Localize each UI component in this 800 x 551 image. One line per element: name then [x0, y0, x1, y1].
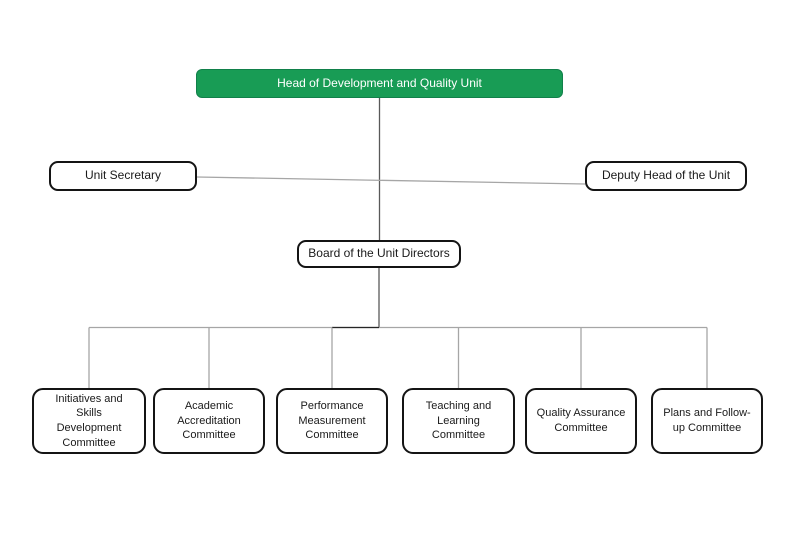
node-academic-accreditation-committee: Academic Accreditation Committee — [153, 388, 265, 454]
node-unit-secretary: Unit Secretary — [49, 161, 197, 191]
node-label: Quality Assurance Committee — [536, 407, 626, 434]
node-label: Head of Development and Quality Unit — [277, 75, 482, 90]
node-deputy-head-of-the-unit: Deputy Head of the Unit — [585, 161, 747, 191]
node-label: Academic Accreditation Committee — [177, 400, 241, 442]
node-label: Plans and Follow- up Committee — [663, 407, 751, 434]
node-label: Unit Secretary — [84, 168, 162, 183]
node-label: Teaching and Learning Committee — [425, 400, 492, 442]
node-performance-measurement-committee: Performance Measurement Committee — [276, 388, 388, 454]
node-label: Initiatives and Skills Development Commi… — [55, 392, 123, 449]
node-quality-assurance-committee: Quality Assurance Committee — [525, 388, 637, 454]
node-plans-and-follow-up-committee: Plans and Follow- up Committee — [651, 388, 763, 454]
node-board-of-the-unit-directors: Board of the Unit Directors — [297, 240, 461, 268]
node-initiatives-and-skills-development-committee: Initiatives and Skills Development Commi… — [32, 388, 146, 454]
node-teaching-and-learning-committee: Teaching and Learning Committee — [402, 388, 515, 454]
node-label: Deputy Head of the Unit — [601, 168, 731, 183]
node-label: Board of the Unit Directors — [308, 246, 450, 261]
node-head-of-development-and-quality-unit: Head of Development and Quality Unit — [196, 69, 563, 98]
connector-secretary-to-deputy — [196, 176, 586, 185]
node-label: Performance Measurement Committee — [298, 400, 366, 442]
